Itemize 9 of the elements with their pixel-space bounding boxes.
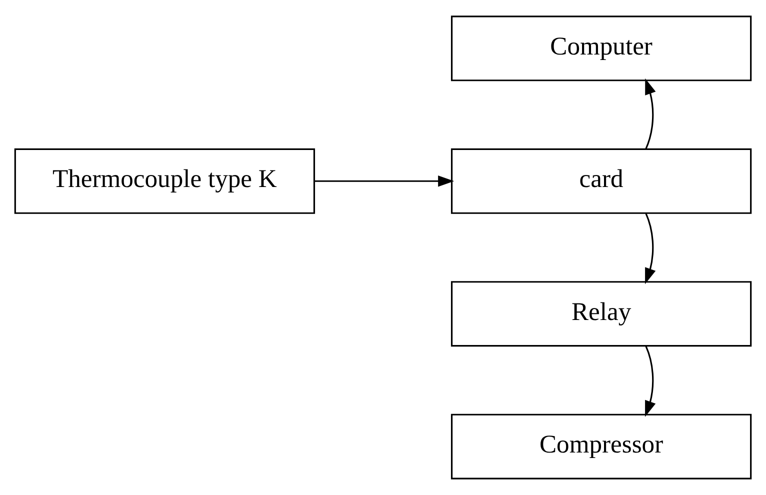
- node-box: Relay: [450, 281, 752, 347]
- node-box: Compressor: [450, 414, 752, 480]
- node-box: Computer: [450, 16, 752, 82]
- arrow: [645, 213, 656, 284]
- arrow: [645, 346, 656, 417]
- node-box: Thermocouple type K: [14, 148, 316, 214]
- arrow: [645, 78, 656, 150]
- arrow: [314, 176, 454, 187]
- node-box: card: [450, 148, 752, 214]
